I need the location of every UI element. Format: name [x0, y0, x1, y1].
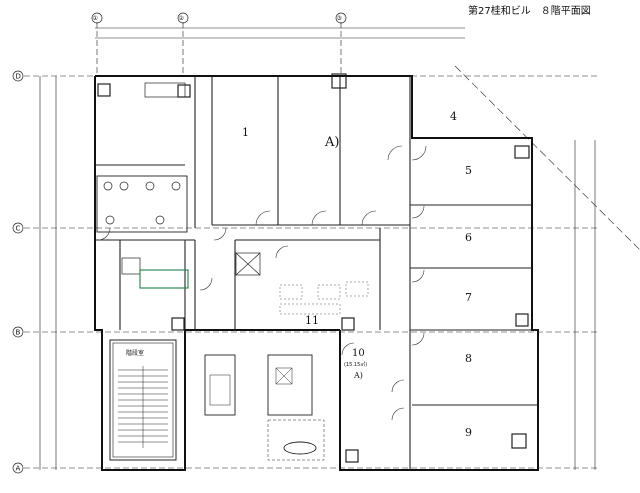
room-label-6: 6 [465, 231, 472, 244]
row-label-b: B [16, 329, 21, 337]
door-swing [411, 205, 425, 219]
stairwell-outline [109, 339, 177, 461]
room-label-a-lower: A) [353, 371, 363, 380]
toilet-fixture [155, 215, 165, 225]
room-label-5: 5 [465, 164, 472, 177]
door-swing [255, 210, 271, 226]
column-label-2: ② [179, 15, 185, 22]
column-bubble-2 [177, 12, 189, 24]
room-label-8: 8 [465, 352, 472, 365]
room-label-stairwell: 階段室 [126, 349, 144, 357]
row-bubble-d [12, 70, 24, 82]
column-label-1: ① [93, 15, 98, 22]
room-label-a-upper: A) [324, 135, 339, 150]
elevator-car-2 [275, 367, 293, 385]
elevator-car-1 [209, 374, 231, 406]
elevator-shaft-1 [204, 354, 236, 416]
room-label-11: 11 [305, 314, 319, 327]
door-swing [391, 379, 405, 393]
row-label-a: A [16, 465, 21, 473]
column-marker [177, 84, 191, 98]
row-bubble-c [12, 222, 24, 234]
row-label-c: C [16, 225, 21, 233]
column-marker [331, 73, 347, 89]
toilet-fixture [171, 181, 181, 191]
door-swing [311, 210, 327, 226]
furniture-outline [345, 281, 369, 297]
door-swing [275, 245, 289, 259]
furniture-outline [317, 284, 341, 300]
elevator-cross [275, 367, 293, 385]
furniture-outline [279, 284, 303, 300]
door-swing [213, 227, 227, 241]
toilet-fixture [105, 215, 115, 225]
furniture-outline [279, 303, 341, 315]
column-bubble-3 [335, 12, 347, 24]
door-swing [411, 332, 425, 346]
column-marker [171, 317, 185, 331]
elevator-shaft-2 [267, 354, 313, 416]
service-area [267, 419, 325, 461]
column-marker [97, 83, 111, 97]
column-marker [345, 449, 359, 463]
door-swing [361, 210, 377, 226]
door-swing [411, 145, 427, 161]
toilet-fixture [119, 181, 129, 191]
column-label-3: ③ [337, 15, 342, 22]
column-marker [515, 313, 529, 327]
sink-fixture [121, 257, 141, 275]
toilet-fixture [103, 181, 113, 191]
toilet-fixture [145, 181, 155, 191]
equipment-box [144, 82, 186, 98]
column-marker [341, 317, 355, 331]
drawing-title: 第27桂和ビル ８階平面図 [468, 6, 591, 17]
diagonal-boundary [454, 65, 640, 251]
column-marker [514, 145, 530, 159]
kitchenette-counter [139, 269, 189, 289]
door-swing [411, 269, 425, 283]
row-bubble-a [12, 462, 24, 474]
room-label-4: 4 [450, 110, 457, 123]
hvac-cross [235, 252, 261, 276]
column-marker [511, 433, 527, 449]
stairwell-inner [112, 342, 174, 458]
room-label-9: 9 [465, 426, 472, 439]
door-swing [391, 407, 405, 421]
room-label-10-area: (15.15㎡) [344, 361, 367, 368]
pipe-shaft [283, 441, 317, 455]
restroom-block [96, 175, 188, 233]
door-swing [199, 277, 213, 291]
door-swing [341, 342, 355, 356]
door-swing [97, 227, 111, 241]
column-bubble-1 [91, 12, 103, 24]
row-bubble-b [12, 326, 24, 338]
exterior-wall-west [94, 76, 186, 471]
row-label-d: D [16, 73, 21, 81]
hvac-unit [235, 252, 261, 276]
exterior-wall-east [95, 75, 539, 471]
room-label-1: 1 [242, 126, 249, 139]
door-swing [387, 145, 403, 161]
room-label-7: 7 [465, 291, 472, 304]
room-label-10: 10 [352, 348, 365, 359]
stair-treads [118, 366, 168, 448]
